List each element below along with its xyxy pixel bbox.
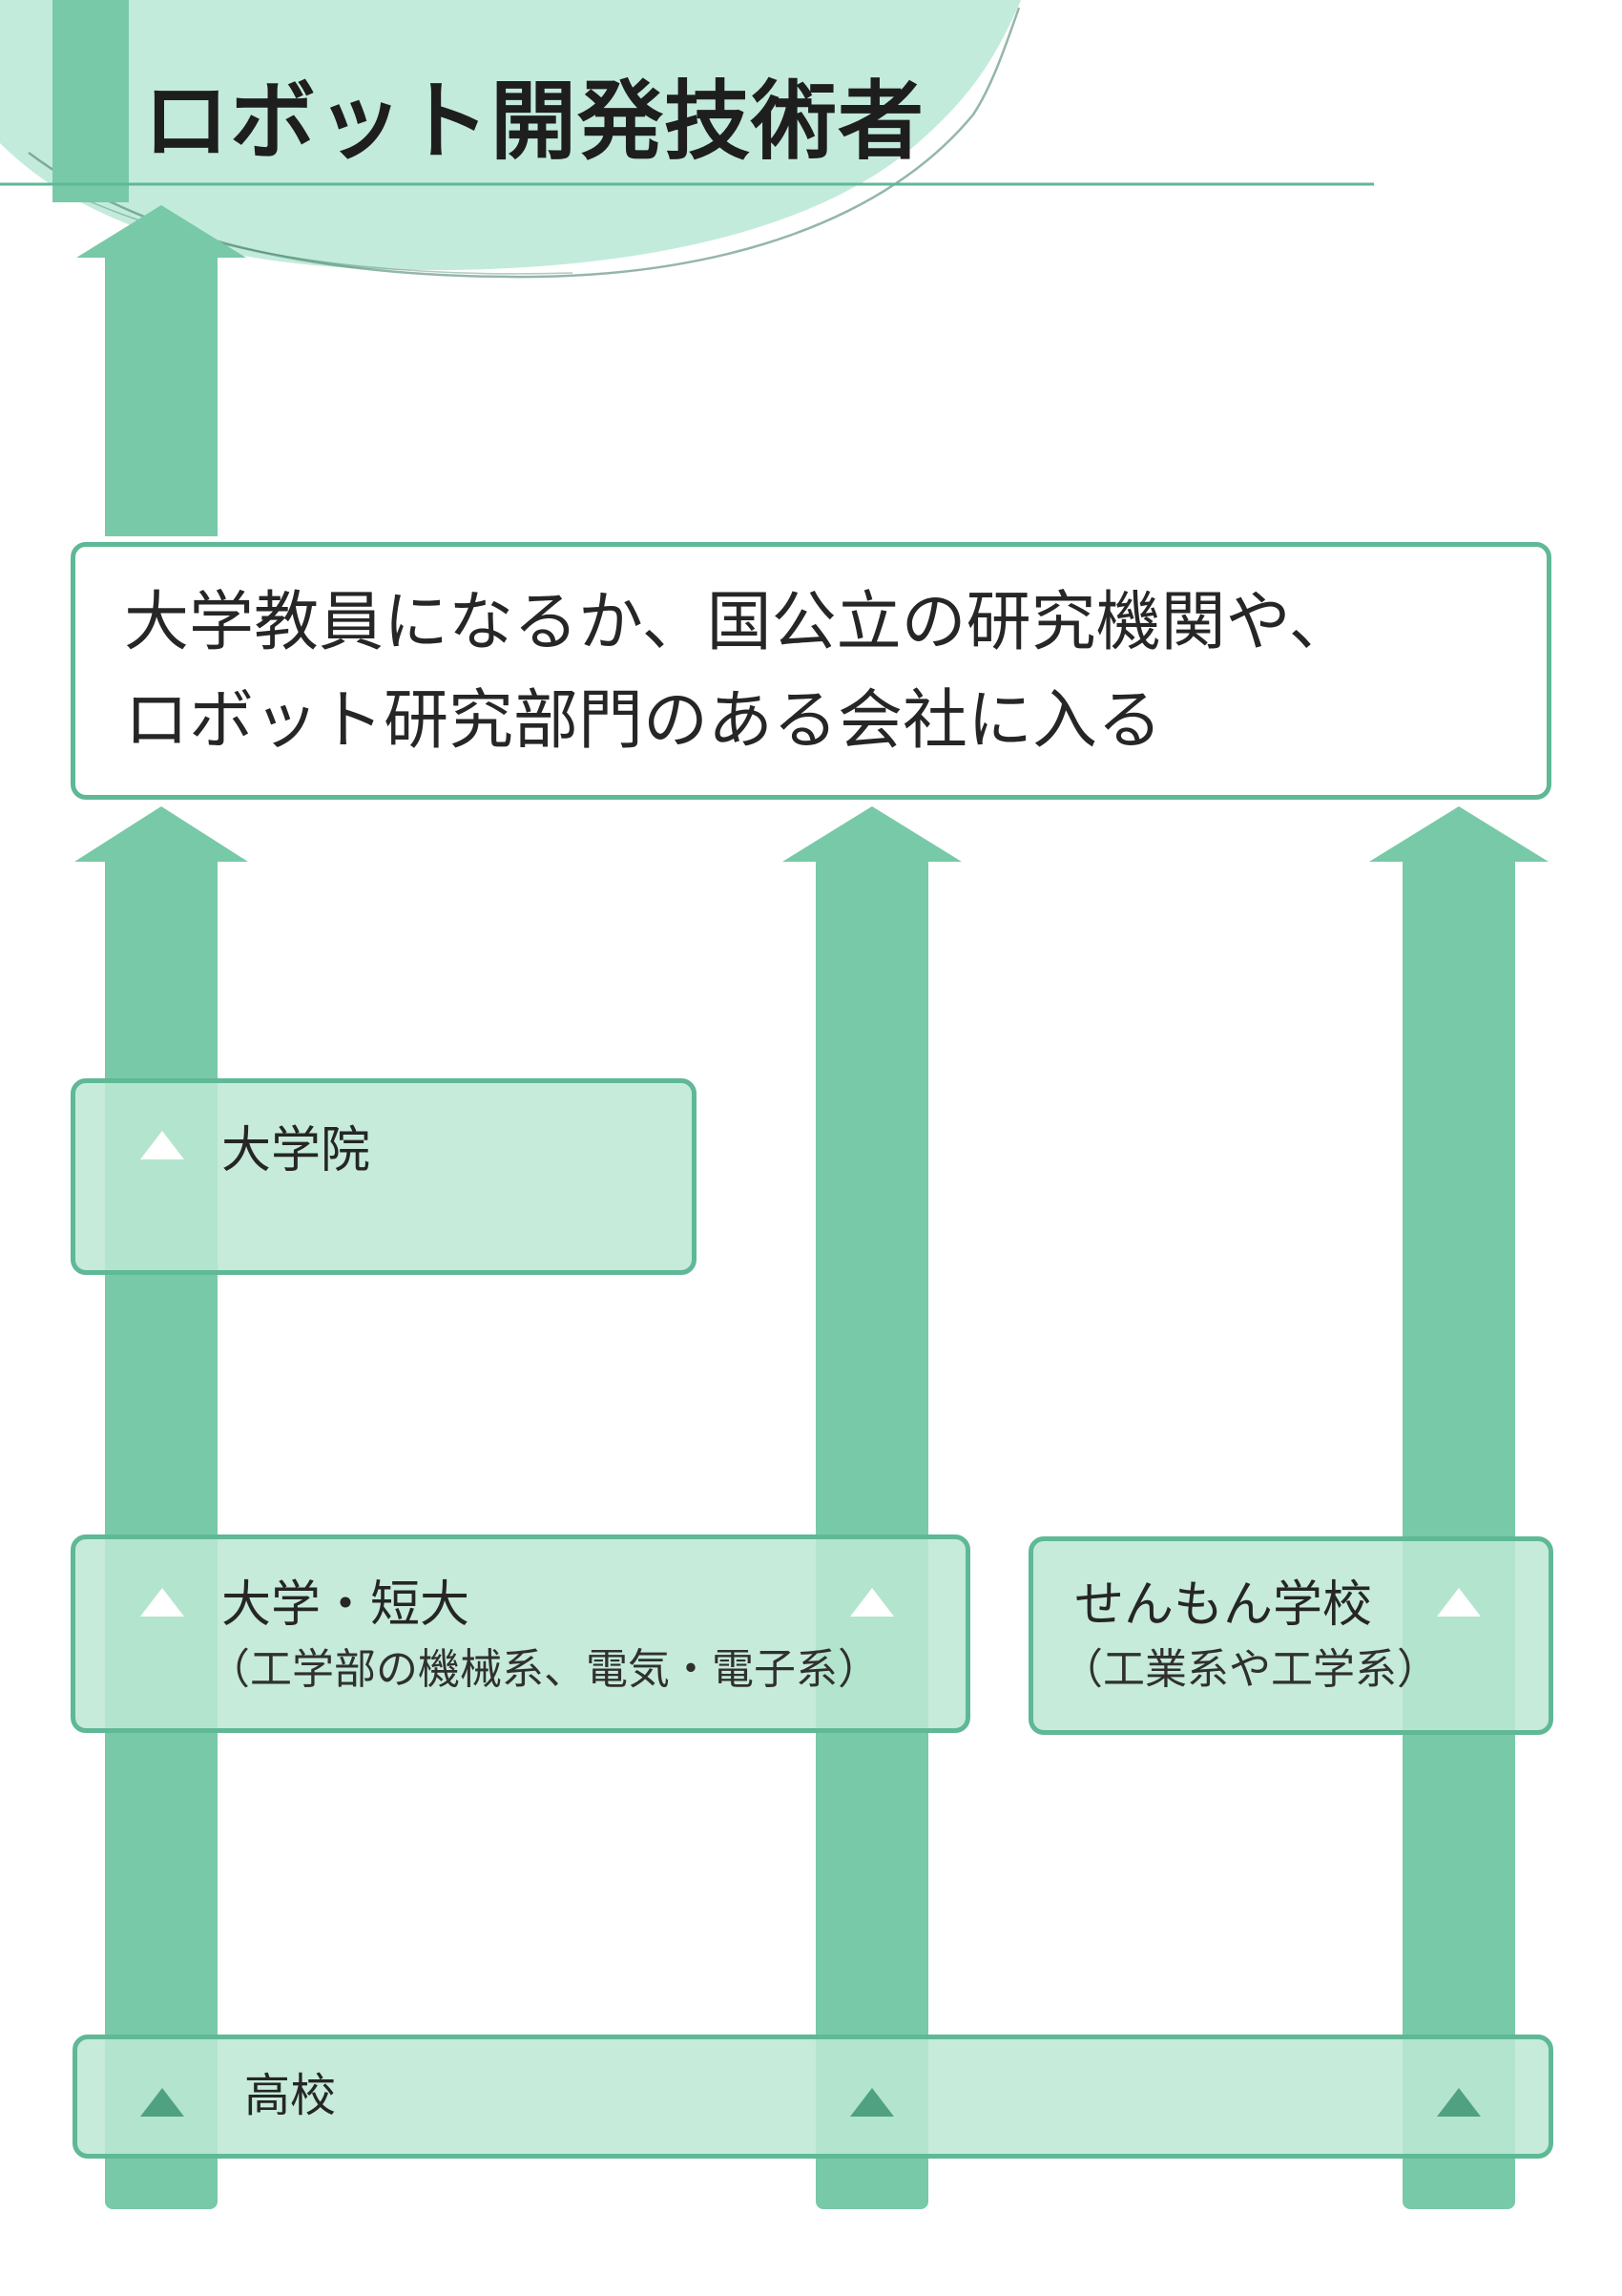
goal-text-line2: ロボット研究部門のある会社に入る [124, 683, 1163, 759]
up-triangle-icon [140, 2088, 184, 2117]
arrow-to-title [76, 205, 246, 536]
graduate-school-label: 大学院 [221, 1122, 371, 1179]
graduate-school-box [71, 1078, 697, 1275]
vocational-school-box [1029, 1536, 1553, 1735]
arrow-middle-path [782, 806, 962, 2209]
vocational-school-sub-label: （工業系や工学系） [1061, 1645, 1439, 1694]
arrow-left-path [74, 806, 248, 2209]
page-title: ロボット開発技術者 [143, 71, 925, 172]
arrow-right-path [1369, 806, 1549, 2209]
up-triangle-icon [1437, 2088, 1481, 2117]
university-sub-label: （工学部の機械系、電気・電子系） [208, 1645, 880, 1694]
up-triangle-icon [1437, 1588, 1481, 1617]
up-triangle-icon [140, 1131, 184, 1159]
university-box [71, 1534, 970, 1733]
up-triangle-icon [850, 1588, 894, 1617]
vocational-school-label: せんもん学校 [1074, 1576, 1373, 1634]
title-accent-bar [52, 0, 129, 202]
up-triangle-icon [850, 2088, 894, 2117]
goal-text-line1: 大学教員になるか、国公立の研究機関や、 [124, 585, 1354, 660]
high-school-box [73, 2035, 1553, 2159]
up-triangle-icon [140, 1588, 184, 1617]
goal-box [71, 542, 1551, 800]
high-school-label: 高校 [244, 2069, 337, 2122]
university-label: 大学・短大 [221, 1576, 470, 1634]
